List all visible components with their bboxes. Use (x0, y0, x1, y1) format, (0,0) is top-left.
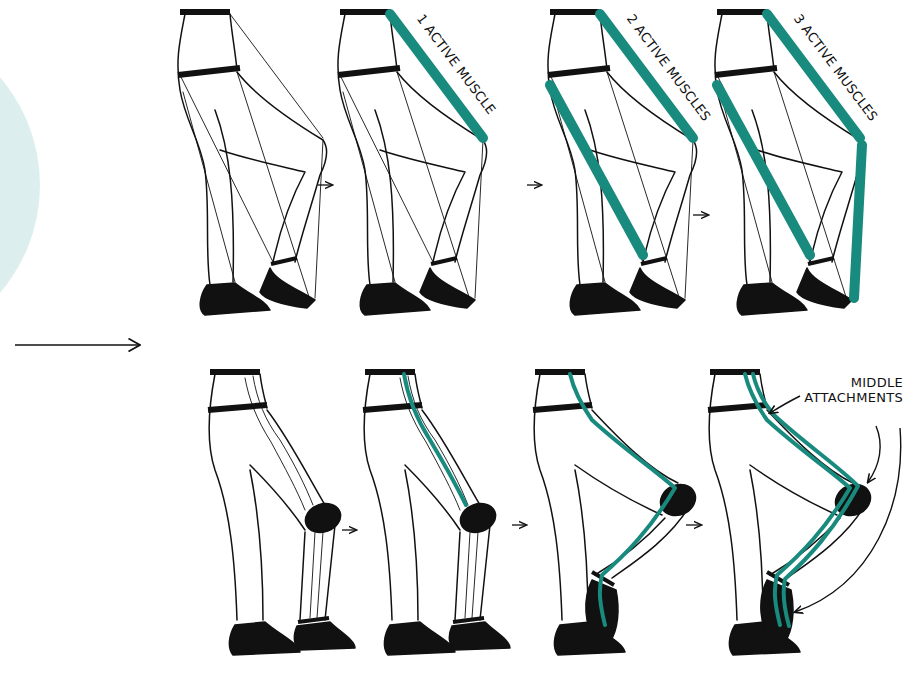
callout-label: MIDDLE ATTACHMENTS (799, 376, 903, 406)
leg-figure (363, 372, 510, 655)
leader-arrows (770, 396, 901, 612)
step-arrows (318, 185, 708, 530)
lead-arrow (15, 344, 140, 346)
leg-figure (533, 372, 701, 655)
leg-figure (708, 372, 876, 655)
leg-figure (715, 12, 864, 315)
muscle-count-label: 3 ACTIVE MUSCLES (790, 12, 880, 125)
leg-figure (338, 12, 487, 315)
background-disc (0, 20, 40, 350)
muscle-count-label: 2 ACTIVE MUSCLES (623, 12, 713, 125)
muscle-count-label: 1 ACTIVE MUSCLE (413, 12, 498, 118)
leg-figure (178, 12, 327, 315)
leg-figure (548, 12, 697, 315)
leg-figure (208, 372, 355, 655)
